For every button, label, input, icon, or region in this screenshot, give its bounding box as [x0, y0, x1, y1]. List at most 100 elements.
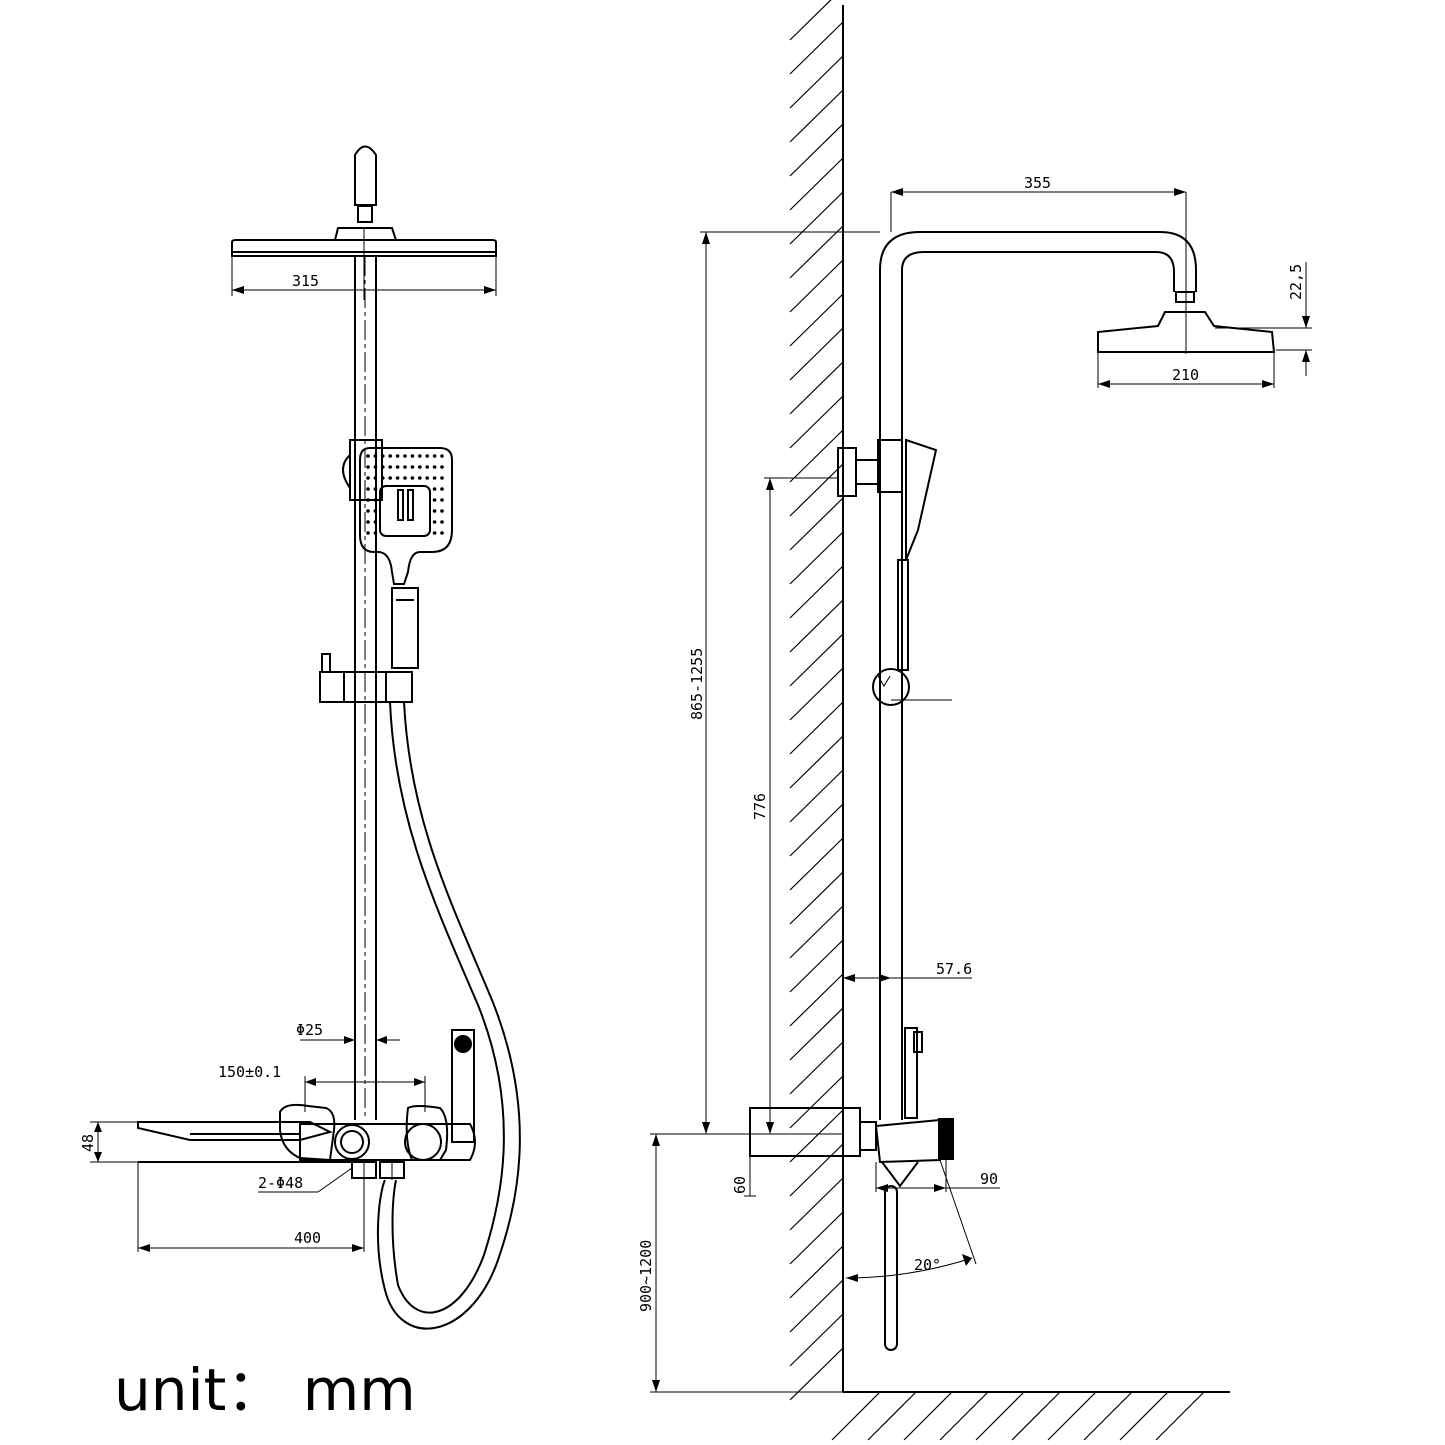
nozzle-dot [373, 509, 378, 513]
nozzle-dot [440, 509, 444, 513]
wall-hatch-line [789, 123, 844, 177]
nozzle-dot [410, 476, 415, 480]
nozzle-dot [373, 454, 378, 458]
dim-side-height-range: 865-1255 [688, 648, 706, 720]
wall-hatch-line [789, 259, 844, 313]
wall-hatch-line [789, 191, 844, 245]
nozzle-dot [410, 465, 415, 469]
wall-hatch-line [789, 1075, 844, 1129]
nozzle-dot [395, 476, 400, 480]
wall-hatch-line [789, 735, 844, 789]
nozzle-dot [440, 520, 444, 524]
dim-side-spout: 90 [980, 1170, 998, 1188]
nozzle-dot [403, 454, 407, 458]
wall-hatch-line [789, 599, 844, 653]
side-knurled-knob [938, 1118, 954, 1160]
nozzle-dot [425, 476, 430, 480]
nozzle-dot [366, 487, 370, 491]
floor-hatch-line [1047, 1391, 1097, 1441]
wall-hatch-line [789, 55, 844, 109]
wall-hatching [789, 0, 844, 1401]
wall-hatch-line [789, 1177, 844, 1231]
wall-hatch-line [789, 157, 844, 211]
nozzle-dot [388, 476, 393, 480]
nozzle-dot [395, 465, 400, 469]
wall-hatch-line [789, 463, 844, 517]
dim-side-arm-reach: 355 [1024, 174, 1051, 192]
mixer-body [299, 1123, 476, 1161]
nozzle-dot [366, 509, 370, 513]
right-handle [405, 1105, 449, 1161]
nozzle-dot [432, 531, 437, 535]
wall-hatch-line [789, 89, 844, 143]
nozzle-dot [425, 454, 430, 458]
dim-front-inlet-spacing: 150±0.1 [218, 1063, 281, 1081]
hand-shower-handle [391, 587, 419, 669]
floor-hatch-line [1155, 1391, 1205, 1441]
nozzle-dot [440, 465, 444, 469]
wall-hatch-line [789, 1313, 844, 1367]
nozzle-dot [381, 476, 385, 480]
nozzle-dot [373, 487, 378, 491]
dim-front-inlets: 2-Φ48 [258, 1174, 303, 1192]
nozzle-dot [418, 476, 422, 480]
wall-hatch-line [789, 1109, 844, 1163]
nozzle-dot [440, 454, 444, 458]
nozzle-dot [440, 531, 444, 535]
nozzle-dot [432, 465, 437, 469]
wall-hatch-line [789, 225, 844, 279]
nozzle-dot [366, 465, 370, 469]
side-slide-holder [837, 447, 857, 497]
spray-mode-slots [397, 489, 414, 521]
nozzle-dot [373, 531, 378, 535]
rail-top-connector [357, 205, 373, 223]
spray-nozzle-dots [366, 454, 444, 535]
wall-hatch-line [789, 939, 844, 993]
dim-side-wall-offset: 57.6 [936, 960, 972, 978]
wall-hatch-line [789, 327, 844, 381]
nozzle-dot [381, 454, 385, 458]
wall-hatch-line [789, 1211, 844, 1265]
wall-hatch-line [789, 1007, 844, 1061]
wall-hatch-line [789, 497, 844, 551]
nozzle-dot [373, 520, 378, 524]
nozzle-dot [403, 465, 407, 469]
dim-front-shelf-height: 48 [79, 1134, 97, 1152]
wall-hatch-line [789, 1347, 844, 1401]
dim-front-pipe-dia: Φ25 [296, 1021, 323, 1039]
dim-side-holder-height: 776 [751, 793, 769, 820]
dim-front-shelf-width: 400 [294, 1229, 321, 1247]
wall-hatch-line [789, 531, 844, 585]
side-hose-post [904, 1027, 918, 1119]
nozzle-dot [366, 520, 370, 524]
wall-hatch-line [789, 769, 844, 823]
floor-hatch-line [867, 1391, 917, 1441]
floor-hatch-line [939, 1391, 989, 1441]
nozzle-dot [388, 454, 393, 458]
nozzle-dot [432, 520, 437, 524]
unit-label: unit： mm [114, 1356, 416, 1424]
dim-side-valve-height: 60 [731, 1176, 749, 1194]
side-spout [874, 1118, 941, 1164]
floor-hatch-line [903, 1391, 953, 1441]
shower-arm [879, 231, 1197, 292]
floor-hatch-line [1119, 1391, 1169, 1441]
wall-hatch-line [789, 973, 844, 1027]
rain-head [231, 239, 497, 253]
wall-hatch-line [789, 0, 832, 41]
floor-hatch-line [975, 1391, 1025, 1441]
shower-hose-inner [389, 701, 505, 1314]
hose-bracket [319, 671, 413, 703]
floor-hatch-line [831, 1391, 881, 1441]
wall-hatch-line [789, 395, 844, 449]
floor-hatching [831, 1391, 1205, 1441]
wall-hatch-line [789, 871, 844, 925]
nozzle-dot [381, 465, 385, 469]
wall-hatch-line [789, 1143, 844, 1197]
wall-hatch-line [789, 565, 844, 619]
dim-front-head-width: 315 [292, 272, 319, 290]
side-lever [872, 668, 910, 706]
nozzle-dot [366, 476, 370, 480]
floor-hatch-line [1011, 1391, 1061, 1441]
side-hand-shower [905, 438, 938, 561]
